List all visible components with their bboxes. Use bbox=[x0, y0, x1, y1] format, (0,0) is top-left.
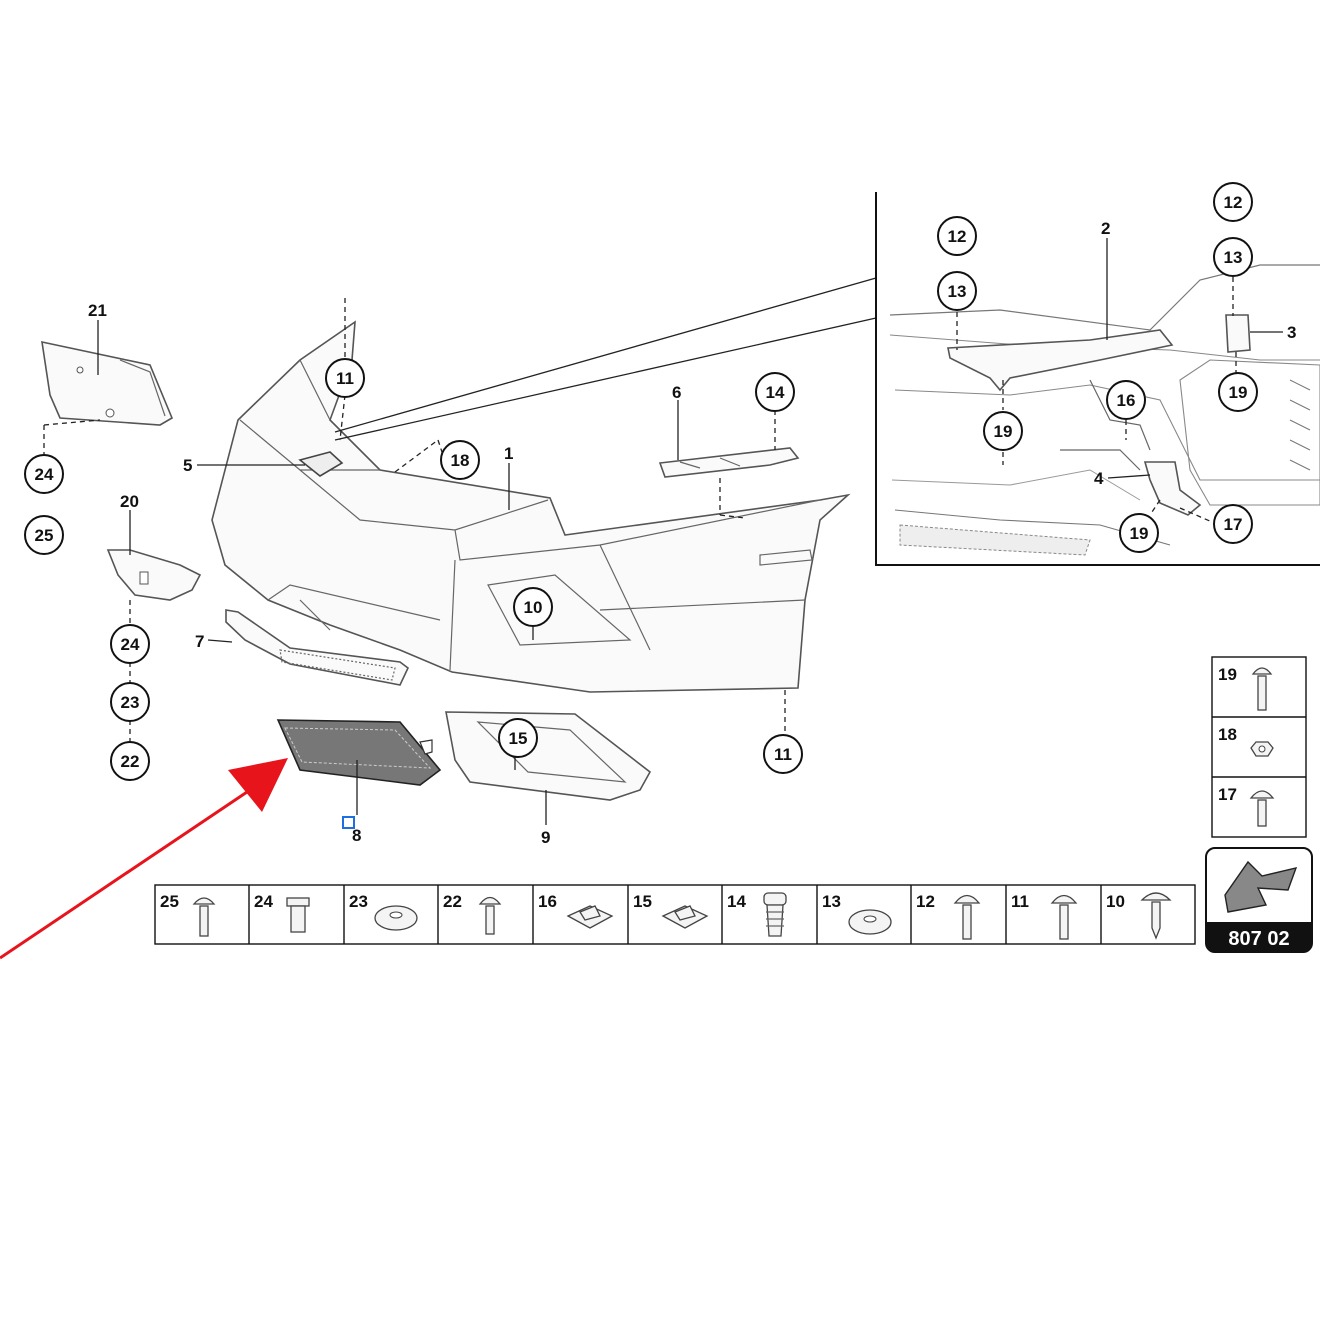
hardware-row: 25 24 23 22 16 15 14 13 12 11 10 bbox=[154, 884, 1196, 945]
label-7: 7 bbox=[195, 632, 204, 651]
svg-text:25: 25 bbox=[35, 526, 54, 545]
bushing-24-icon bbox=[286, 897, 310, 933]
hw-label-16: 16 bbox=[538, 892, 557, 911]
svg-text:12: 12 bbox=[948, 227, 967, 246]
callout-19[interactable]: 19 bbox=[983, 411, 1023, 451]
svg-text:15: 15 bbox=[509, 729, 528, 748]
hw-label-23: 23 bbox=[349, 892, 368, 911]
callout-16[interactable]: 16 bbox=[1106, 380, 1146, 420]
bolt-22-icon bbox=[478, 896, 502, 935]
svg-text:22: 22 bbox=[121, 752, 140, 771]
callout-17[interactable]: 17 bbox=[1213, 504, 1253, 544]
screw-17-icon bbox=[1249, 790, 1275, 827]
callout-22[interactable]: 22 bbox=[110, 741, 150, 781]
hardware-column: 19 18 17 bbox=[1211, 656, 1307, 838]
hw-label-12: 12 bbox=[916, 892, 935, 911]
label-20: 20 bbox=[120, 492, 139, 511]
expansion-rivet-14-icon bbox=[763, 892, 787, 937]
svg-text:19: 19 bbox=[1229, 383, 1248, 402]
page-code: 807 02 bbox=[1228, 928, 1289, 950]
part-labels: 21 20 5 7 1 6 8 9 2 3 4 bbox=[88, 219, 1296, 847]
svg-text:11: 11 bbox=[336, 369, 354, 388]
hw-col-label-17: 17 bbox=[1218, 785, 1237, 804]
svg-text:14: 14 bbox=[766, 383, 785, 402]
hw-label-25: 25 bbox=[160, 892, 179, 911]
callout-11[interactable]: 11 bbox=[325, 358, 365, 398]
bolt-11-icon bbox=[1050, 894, 1078, 940]
svg-text:23: 23 bbox=[121, 693, 140, 712]
bracket-part-6 bbox=[658, 447, 800, 478]
callout-12[interactable]: 12 bbox=[1213, 182, 1253, 222]
label-8: 8 bbox=[352, 826, 361, 845]
front-bumper-part-1 bbox=[211, 320, 851, 693]
leader-lines bbox=[43, 277, 877, 825]
hw-col-label-18: 18 bbox=[1218, 725, 1237, 744]
svg-text:11: 11 bbox=[774, 745, 792, 764]
washer-23-icon bbox=[374, 905, 418, 931]
svg-text:24: 24 bbox=[121, 635, 140, 654]
clip-16-icon bbox=[566, 905, 614, 929]
label-4: 4 bbox=[1094, 469, 1104, 488]
label-5: 5 bbox=[183, 456, 192, 475]
hw-label-14: 14 bbox=[727, 892, 746, 911]
red-pointer-arrow bbox=[0, 758, 288, 960]
callout-13[interactable]: 13 bbox=[1213, 237, 1253, 277]
bolt-25-icon bbox=[192, 897, 216, 937]
label-2: 2 bbox=[1101, 219, 1110, 238]
hw-col-label-19: 19 bbox=[1218, 665, 1237, 684]
svg-text:13: 13 bbox=[1224, 248, 1243, 267]
callout-15[interactable]: 15 bbox=[498, 718, 538, 758]
callouts: 24 25 24 23 22 11 18 14 10 15 11 12 13 1… bbox=[24, 182, 1258, 781]
svg-text:18: 18 bbox=[451, 451, 470, 470]
hw-label-13: 13 bbox=[822, 892, 841, 911]
clip-15-icon bbox=[661, 905, 709, 929]
label-9: 9 bbox=[541, 828, 550, 847]
callout-14[interactable]: 14 bbox=[755, 372, 795, 412]
hw-label-22: 22 bbox=[443, 892, 462, 911]
washer-13-icon bbox=[848, 909, 892, 935]
callout-23[interactable]: 23 bbox=[110, 682, 150, 722]
intake-surround-part-9 bbox=[445, 711, 652, 801]
callout-18[interactable]: 18 bbox=[440, 440, 480, 480]
bolt-12-icon bbox=[953, 894, 981, 940]
screw-10-icon bbox=[1140, 892, 1172, 940]
svg-text:16: 16 bbox=[1117, 391, 1136, 410]
nut-18-icon bbox=[1250, 741, 1274, 757]
svg-text:13: 13 bbox=[948, 282, 967, 301]
svg-text:12: 12 bbox=[1224, 193, 1243, 212]
label-6: 6 bbox=[672, 383, 681, 402]
grille-mesh-part-8 bbox=[276, 719, 442, 786]
svg-text:10: 10 bbox=[524, 598, 543, 617]
bolt-19-icon bbox=[1251, 667, 1273, 711]
hw-label-11: 11 bbox=[1011, 892, 1029, 911]
label-1: 1 bbox=[504, 444, 513, 463]
callout-13[interactable]: 13 bbox=[937, 271, 977, 311]
label-21: 21 bbox=[88, 301, 107, 320]
hw-label-24: 24 bbox=[254, 892, 273, 911]
callout-24[interactable]: 24 bbox=[24, 454, 64, 494]
lower-grille-strip-part-7 bbox=[225, 609, 410, 686]
callout-11[interactable]: 11 bbox=[763, 734, 803, 774]
callout-10[interactable]: 10 bbox=[513, 587, 553, 627]
callout-19[interactable]: 19 bbox=[1218, 372, 1258, 412]
callout-12[interactable]: 12 bbox=[937, 216, 977, 256]
bracket-part-20 bbox=[106, 549, 202, 601]
hw-label-15: 15 bbox=[633, 892, 652, 911]
svg-text:19: 19 bbox=[1130, 524, 1149, 543]
svg-text:17: 17 bbox=[1224, 515, 1243, 534]
svg-text:24: 24 bbox=[35, 465, 54, 484]
plate-bracket-part-21 bbox=[41, 340, 174, 426]
callout-24[interactable]: 24 bbox=[110, 624, 150, 664]
svg-text:19: 19 bbox=[994, 422, 1013, 441]
callout-19[interactable]: 19 bbox=[1119, 513, 1159, 553]
callout-25[interactable]: 25 bbox=[24, 515, 64, 555]
hw-label-10: 10 bbox=[1106, 892, 1125, 911]
page-code-box: 807 02 bbox=[1205, 847, 1313, 953]
label-3: 3 bbox=[1287, 323, 1296, 342]
selection-marker[interactable] bbox=[342, 816, 355, 829]
